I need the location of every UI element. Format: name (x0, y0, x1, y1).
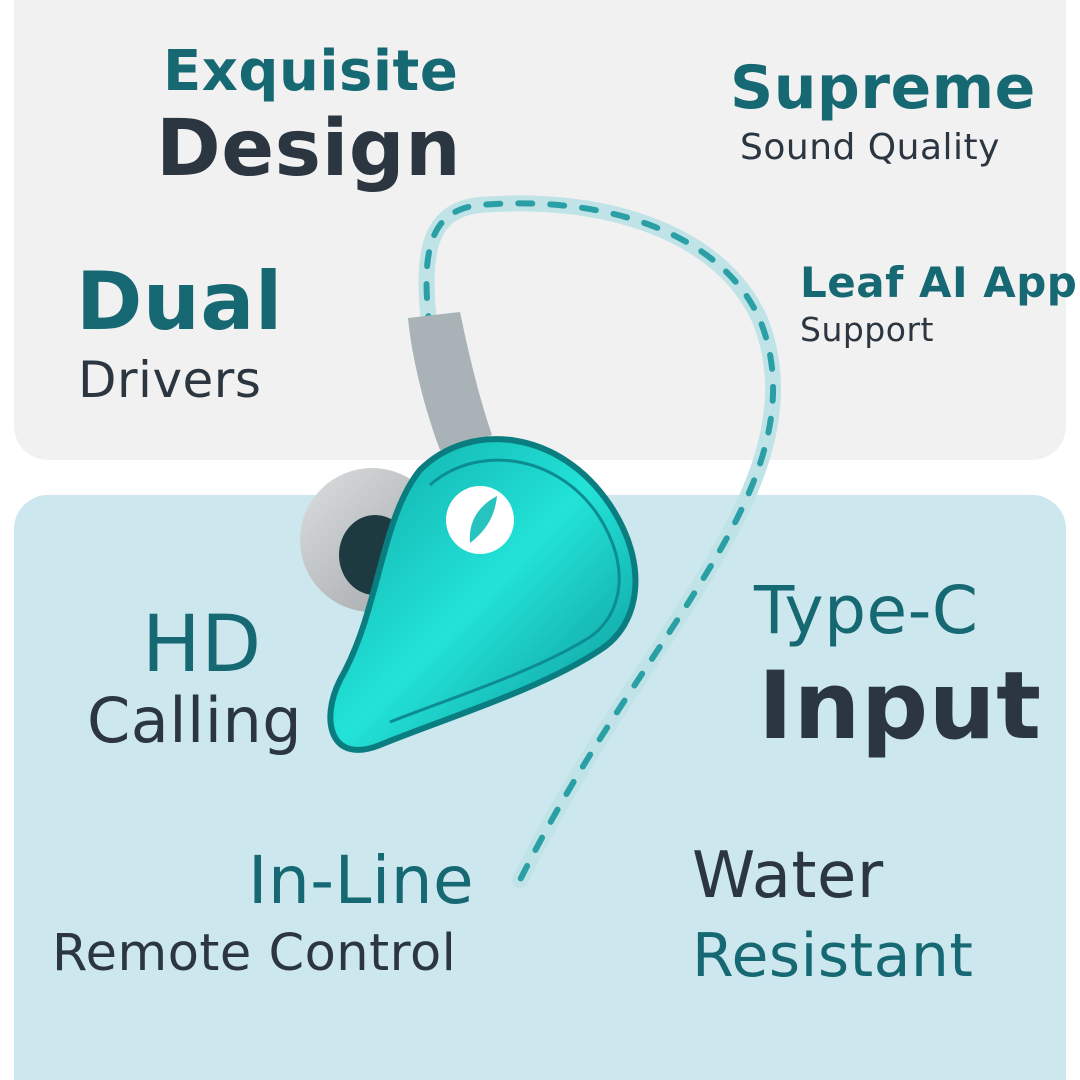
design-label: Design (156, 104, 462, 194)
exquisite-label: Exquisite (163, 39, 459, 104)
resistant-label: Resistant (692, 921, 974, 991)
calling-label: Calling (87, 684, 303, 757)
dual-label: Dual (76, 255, 283, 348)
leaf-logo-icon (446, 486, 514, 554)
drivers-label: Drivers (78, 351, 262, 409)
sound-quality-label: Sound Quality (740, 127, 1000, 168)
input-label: Input (758, 652, 1042, 761)
remote-control-label: Remote Control (52, 924, 457, 983)
in-line-label: In-Line (248, 842, 475, 919)
supreme-label: Supreme (730, 53, 1036, 123)
cable (418, 195, 782, 888)
support-label: Support (800, 310, 934, 349)
earphone-shell (327, 436, 639, 753)
type-c-label: Type-C (754, 572, 979, 649)
hd-label: HD (142, 600, 262, 690)
cable-connector (408, 312, 492, 450)
top-panel (14, 0, 1066, 460)
water-label: Water (692, 839, 884, 913)
leaf-ai-app-label: Leaf AI App (800, 258, 1078, 307)
